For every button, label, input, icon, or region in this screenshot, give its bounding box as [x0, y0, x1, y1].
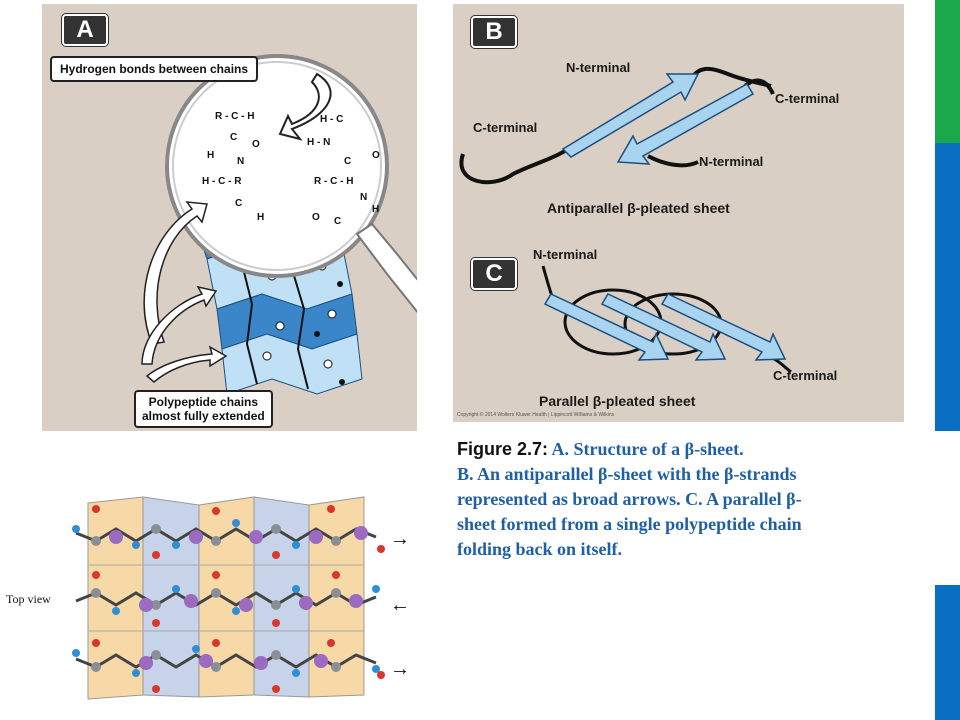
chem-label: H: [372, 204, 380, 215]
strand-arrow-1: [561, 73, 700, 158]
caption-text: A. Structure of a β-sheet.: [548, 439, 744, 459]
callout-arrow-3: [145, 345, 228, 383]
callout-arrow-top: [278, 72, 332, 141]
parallel-arrow-2: [600, 293, 727, 361]
polypeptide-chains-callout: Polypeptide chains almost fully extended: [134, 390, 273, 428]
n-terminal-label: N-terminal: [566, 60, 631, 75]
chem-label: C: [344, 156, 352, 167]
chem-label: N: [360, 192, 368, 203]
c-terminal-label: C-terminal: [773, 368, 838, 383]
parallel-arrow-1: [543, 293, 670, 361]
beta-strand-arrows-illustration: [459, 67, 792, 374]
chem-label: O: [312, 212, 320, 223]
c-terminal-label: C-terminal: [473, 120, 538, 135]
figure-number: Figure 2.7:: [457, 439, 549, 459]
accent-bar-blue: [935, 143, 960, 431]
figure-caption: Figure 2.7: A. Structure of a β-sheet. B…: [457, 437, 927, 562]
chem-label: C: [235, 198, 243, 209]
arrow-right-icon: →: [390, 528, 410, 550]
c-terminal-label: C-terminal: [775, 91, 840, 106]
chem-label: H - N: [307, 137, 331, 148]
callout-arrow-1: [143, 201, 208, 345]
callout-line: almost fully extended: [142, 409, 265, 423]
beta-sheet-structure-illustration: [141, 54, 417, 395]
chem-label: H - C: [320, 114, 344, 125]
antiparallel-title: Antiparallel β-pleated sheet: [547, 200, 730, 216]
chem-label: O: [252, 139, 260, 150]
chain-loop-bottom: [647, 154, 699, 168]
arrow-right-icon: →: [390, 658, 410, 680]
chem-label: O: [372, 150, 380, 161]
panel-b-c: B N-terminal C-terminal C-terminal N-ter…: [453, 4, 904, 422]
top-view-label: Top view: [6, 592, 51, 606]
chem-label: R - C - H: [215, 111, 255, 122]
chem-label: H: [257, 212, 265, 223]
caption-line-4: sheet formed from a single polypeptide c…: [457, 514, 802, 534]
accent-bar-green: [935, 0, 960, 143]
parallel-title: Parallel β-pleated sheet: [539, 393, 696, 409]
hydrogen-bonds-callout: Hydrogen bonds between chains: [50, 56, 259, 82]
callout-line: Polypeptide chains: [148, 395, 259, 409]
caption-line-3: represented as broad arrows. C. A parall…: [457, 489, 802, 509]
panel-a: A: [42, 4, 417, 431]
n-terminal-label: N-terminal: [533, 247, 598, 262]
panel-a-badge: A: [62, 14, 108, 46]
chain-loop-left: [459, 147, 570, 185]
caption-line-2: B. An antiparallel β-sheet with the β-st…: [457, 464, 797, 484]
caption-line-1: Figure 2.7: A. Structure of a β-sheet.: [457, 437, 927, 462]
n-terminal-label: N-terminal: [699, 154, 764, 169]
strand-arrow-2: [616, 82, 755, 165]
caption-line-5: folding back on itself.: [457, 539, 623, 559]
magnifying-glass-icon: [165, 54, 417, 314]
arrow-left-icon: ←: [390, 594, 410, 616]
panel-c-badge: C: [471, 258, 517, 290]
chem-label: H - C - R: [202, 176, 242, 187]
panel-b-badge: B: [471, 16, 517, 48]
copyright-notice: Copyright © 2014 Wolters Kluwer Health |…: [457, 412, 615, 418]
chem-label: H: [207, 150, 215, 161]
accent-bar-blue: [935, 585, 960, 720]
top-view-sheet-illustration: [72, 496, 385, 700]
chem-label: N: [237, 156, 245, 167]
chem-label: R - C - H: [314, 176, 354, 187]
chain-loop-top: [689, 67, 772, 88]
callout-arrow-2: [141, 285, 218, 365]
chem-label: C: [230, 132, 238, 143]
chem-label: C: [334, 216, 342, 227]
parallel-arrow-3: [660, 293, 787, 361]
